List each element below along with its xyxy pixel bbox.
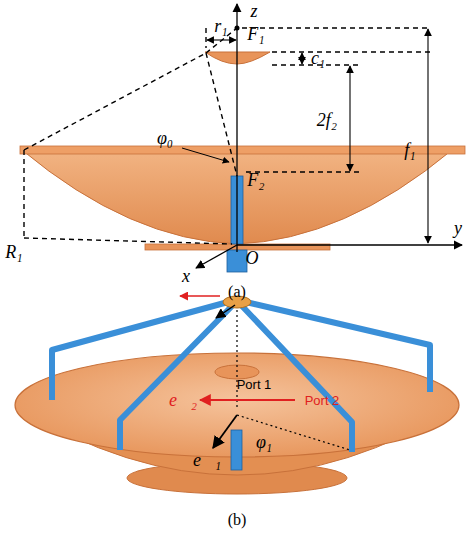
axis-label: z: [250, 2, 257, 20]
focus-label: F₂: [247, 171, 264, 189]
dimension-label: r₁: [214, 17, 227, 35]
vector-label: e⃗₁: [193, 451, 221, 469]
axis-label: x: [182, 267, 190, 285]
angle-label: φ₁: [256, 433, 272, 451]
dimension-label: R₁: [5, 243, 22, 261]
dimension-label: f₁: [404, 141, 415, 159]
angle-label: φ₀: [157, 129, 173, 147]
dimension-label: 2f₂: [317, 111, 337, 129]
origin-label: O: [246, 249, 259, 267]
port-label: Port 1: [237, 378, 272, 391]
axis-label: y: [454, 219, 462, 237]
dimension-label: c₁: [311, 49, 325, 67]
port-label: Port 2: [305, 394, 340, 407]
panel-label: (b): [228, 512, 247, 528]
panel-label: (a): [228, 284, 246, 300]
focus-label: F₁: [247, 25, 264, 43]
vector-label: e⃗₂: [169, 391, 197, 409]
